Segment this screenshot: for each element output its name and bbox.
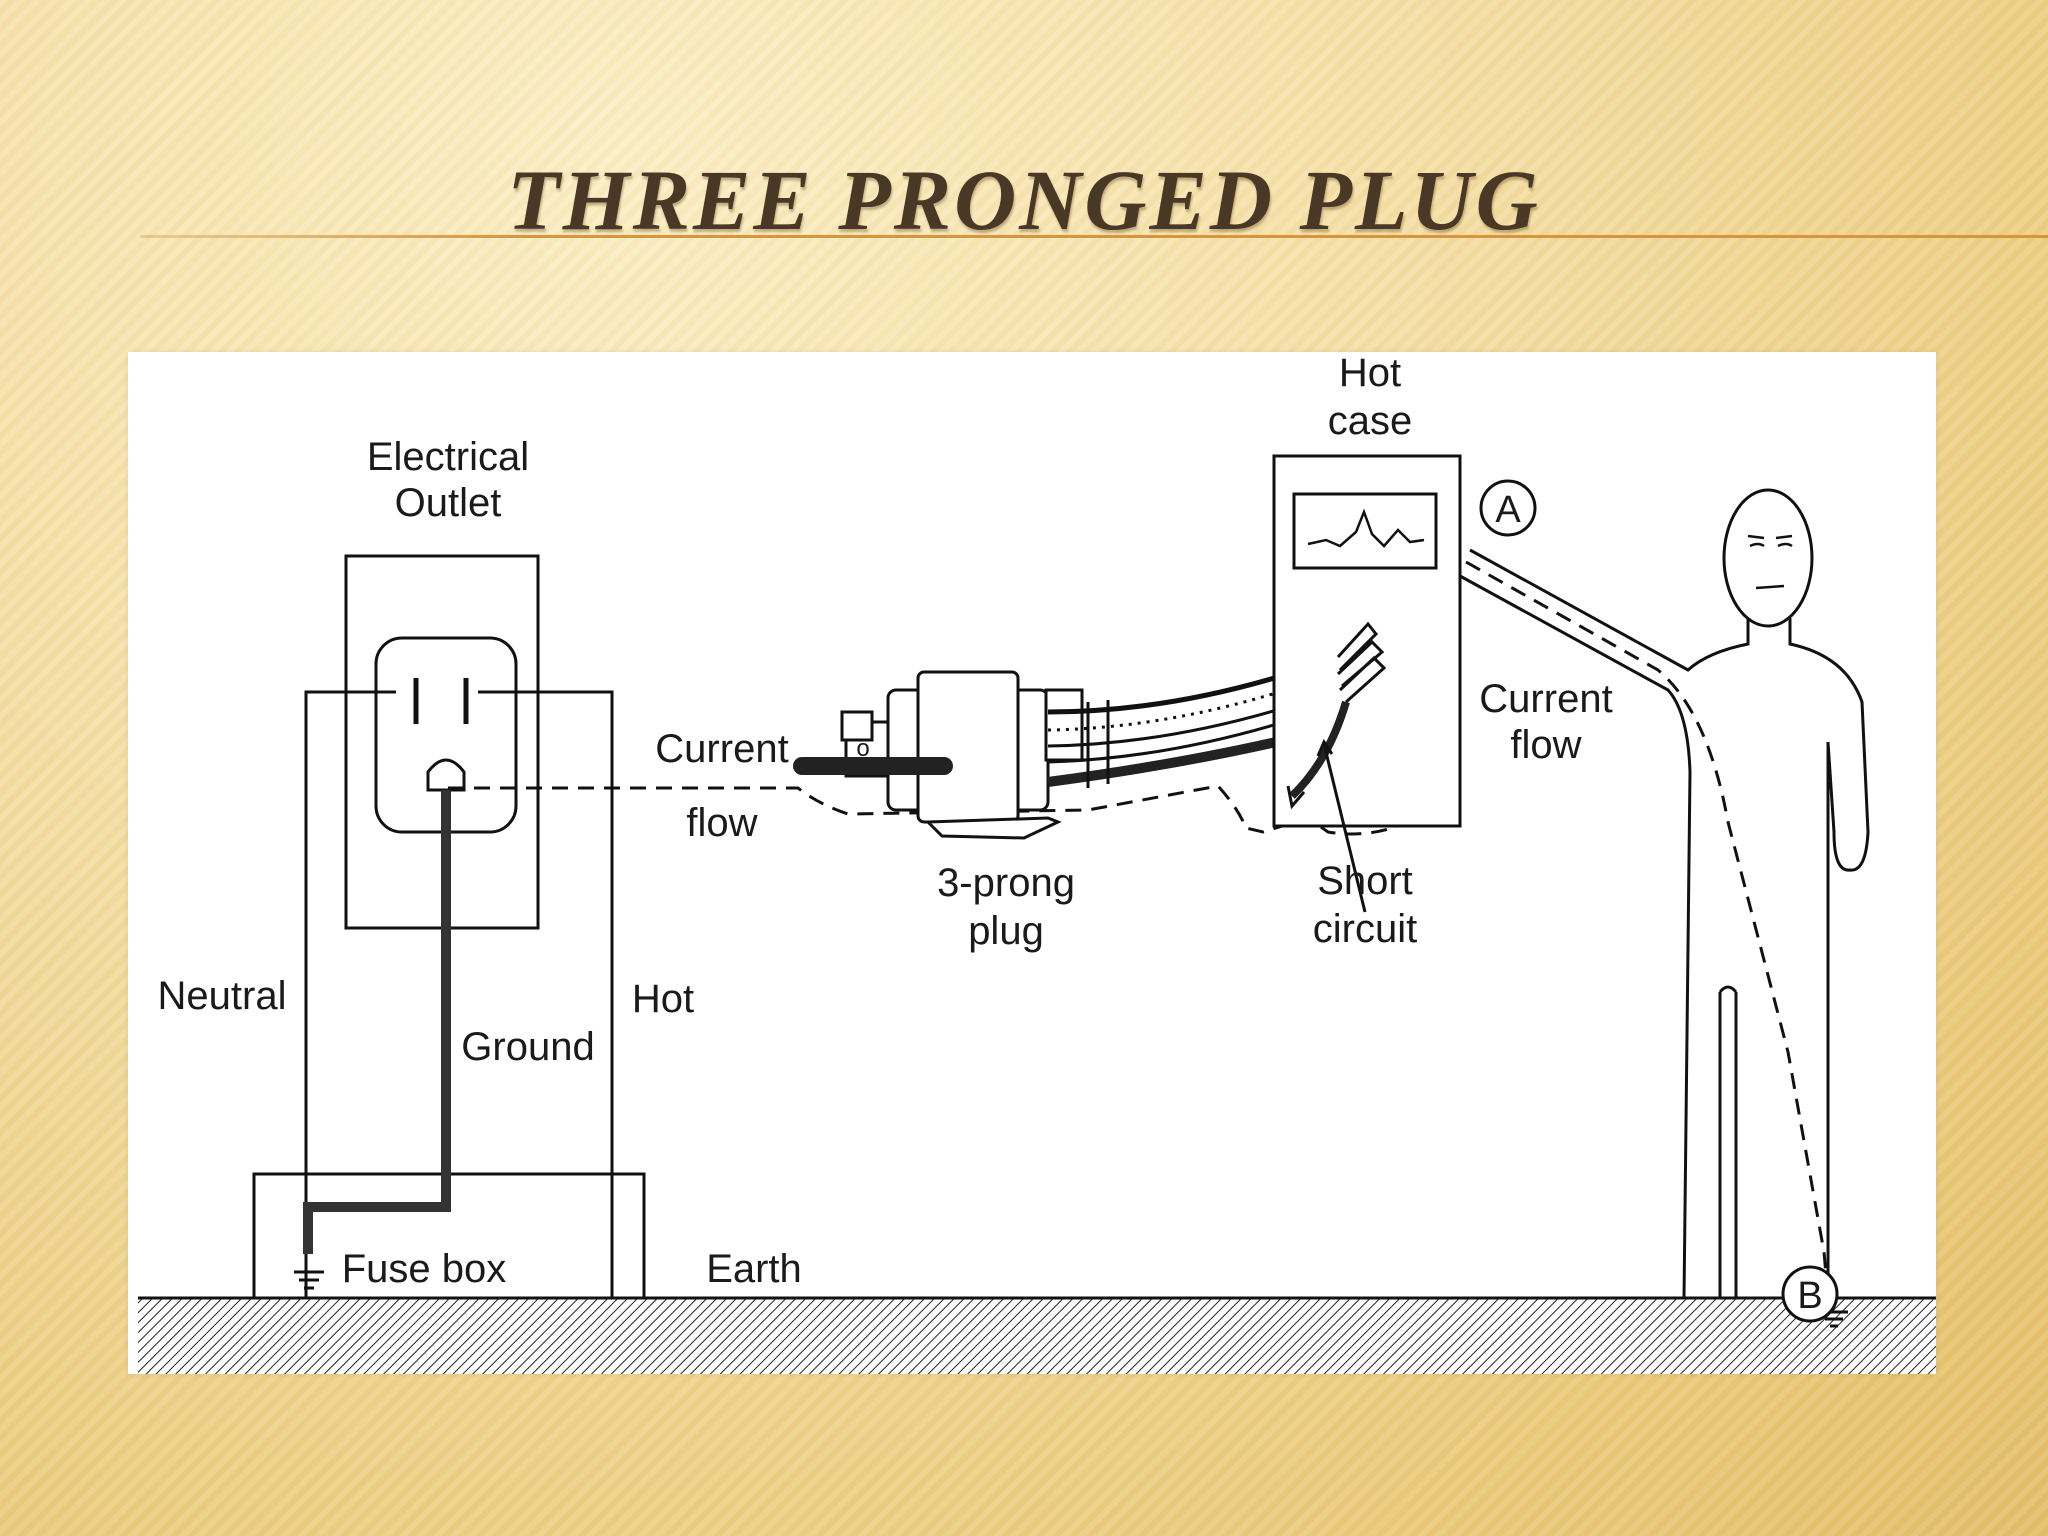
- screen-waveform: [1307, 508, 1425, 548]
- earth-ground-strip: [138, 1298, 1936, 1374]
- appliance-screen: [1292, 492, 1438, 570]
- ground-label: Ground: [461, 1025, 594, 1069]
- plug-prong-mark: o: [856, 735, 869, 762]
- hot-label: Hot: [632, 977, 694, 1021]
- earth-ground-symbol: [294, 1270, 324, 1290]
- hot-case-label-line2: case: [1328, 399, 1413, 443]
- plug-label-line2: plug: [968, 909, 1044, 953]
- neutral-label: Neutral: [158, 974, 287, 1018]
- outlet-ground-hole: [426, 758, 466, 792]
- point-b-marker: [1781, 1265, 1839, 1323]
- plug-label-line1: 3-prong: [937, 861, 1075, 905]
- point-a-label: A: [1495, 489, 1521, 531]
- electrical-outlet-label-line1: Electrical: [367, 435, 529, 479]
- slide-title: THREE PRONGED PLUG: [507, 152, 1541, 248]
- neutral-wire: [304, 690, 396, 1298]
- fuse-box-label: Fuse box: [342, 1247, 507, 1291]
- ground-wire: [303, 790, 451, 1254]
- current-flow-path-right: [1465, 560, 1830, 1299]
- title-underline: [140, 235, 2048, 238]
- short-circuit-pointer: [1322, 743, 1367, 913]
- earth-label: Earth: [706, 1247, 802, 1291]
- current-flow-right-line2: flow: [1510, 723, 1581, 767]
- point-a-marker: [1479, 479, 1537, 537]
- current-flow-left-line2: flow: [686, 801, 757, 845]
- electrical-outlet-label-line2: Outlet: [395, 481, 502, 525]
- hot-wire: [478, 690, 614, 1298]
- short-circuit-label-line1: Short: [1317, 859, 1413, 903]
- internal-wiring: [1286, 621, 1387, 810]
- point-b-label: B: [1797, 1275, 1822, 1317]
- hot-case-label-line1: Hot: [1339, 352, 1401, 395]
- three-prong-plug: o: [793, 670, 1084, 840]
- three-prong-plug-diagram: o: [128, 351, 1936, 1374]
- short-circuit-label-line2: circuit: [1313, 907, 1417, 951]
- current-flow-right-line1: Current: [1479, 677, 1612, 721]
- person-figure: [1459, 488, 1870, 1299]
- current-flow-left-line1: Current: [655, 727, 788, 771]
- diagram-svg: o: [138, 351, 1936, 1374]
